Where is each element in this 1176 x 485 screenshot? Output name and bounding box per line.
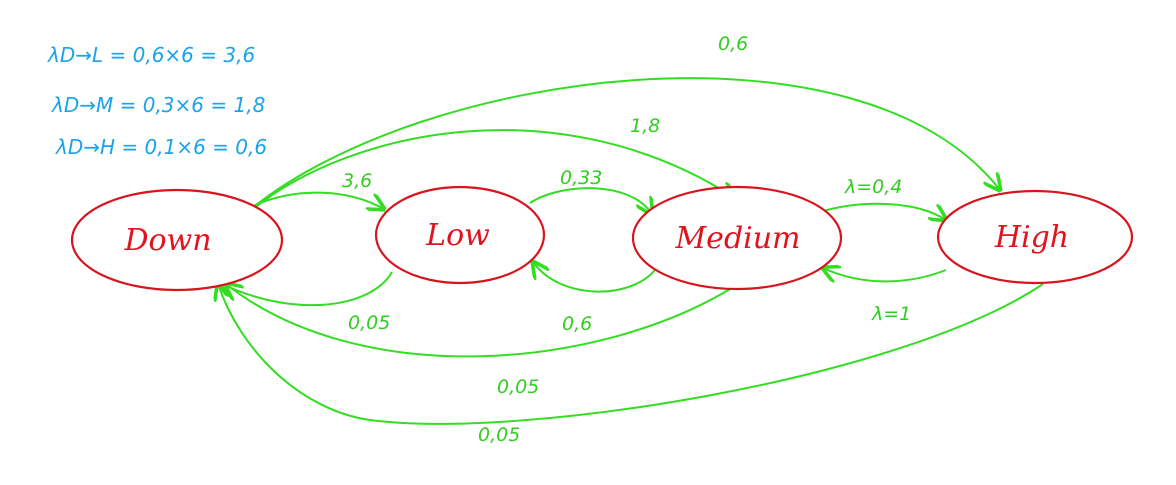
edge-down-low [254, 191, 384, 209]
label-down-medium: 1,8 [630, 115, 660, 137]
label-medium-low: 0,6 [562, 313, 592, 335]
note-down-medium: λD→M = 0,3×6 = 1,8 [51, 93, 265, 117]
state-high-label: High [994, 220, 1069, 255]
edge-medium-low [533, 262, 656, 293]
edge-low-medium [529, 187, 652, 214]
label-down-high: 0,6 [718, 33, 748, 55]
rate-notes: λD→L = 0,6×6 = 3,6 λD→M = 0,3×6 = 1,8 λD… [47, 43, 267, 159]
label-medium-down: 0,05 [497, 376, 539, 398]
edge-down-medium [251, 129, 735, 211]
transitions [218, 77, 1044, 425]
state-down-label: Down [123, 223, 211, 258]
edge-medium-high [819, 202, 946, 220]
label-high-down: 0,05 [478, 424, 520, 446]
state-medium-label: Medium [674, 221, 800, 256]
note-down-high: λD→H = 0,1×6 = 0,6 [55, 135, 267, 159]
edge-high-medium [823, 268, 947, 281]
label-medium-high: λ=0,4 [844, 176, 902, 198]
label-low-medium: 0,33 [560, 167, 602, 189]
state-low: Low [374, 185, 546, 285]
state-medium: Medium [631, 185, 843, 291]
note-down-low: λD→L = 0,6×6 = 3,6 [47, 43, 255, 67]
label-down-low: 3,6 [342, 170, 372, 192]
edge-down-high [249, 77, 1000, 211]
label-low-down: 0,05 [348, 312, 390, 334]
state-down: Down [70, 188, 284, 292]
edge-low-down [218, 271, 393, 307]
edge-high-down [218, 284, 1044, 425]
label-high-medium: λ=1 [871, 303, 911, 325]
state-high: High [936, 189, 1134, 285]
transition-labels: 3,6 1,8 0,6 0,33 0,6 λ=0,4 λ=1 0,05 0,05… [342, 33, 911, 446]
edge-medium-down [226, 284, 736, 358]
state-low-label: Low [425, 218, 490, 253]
